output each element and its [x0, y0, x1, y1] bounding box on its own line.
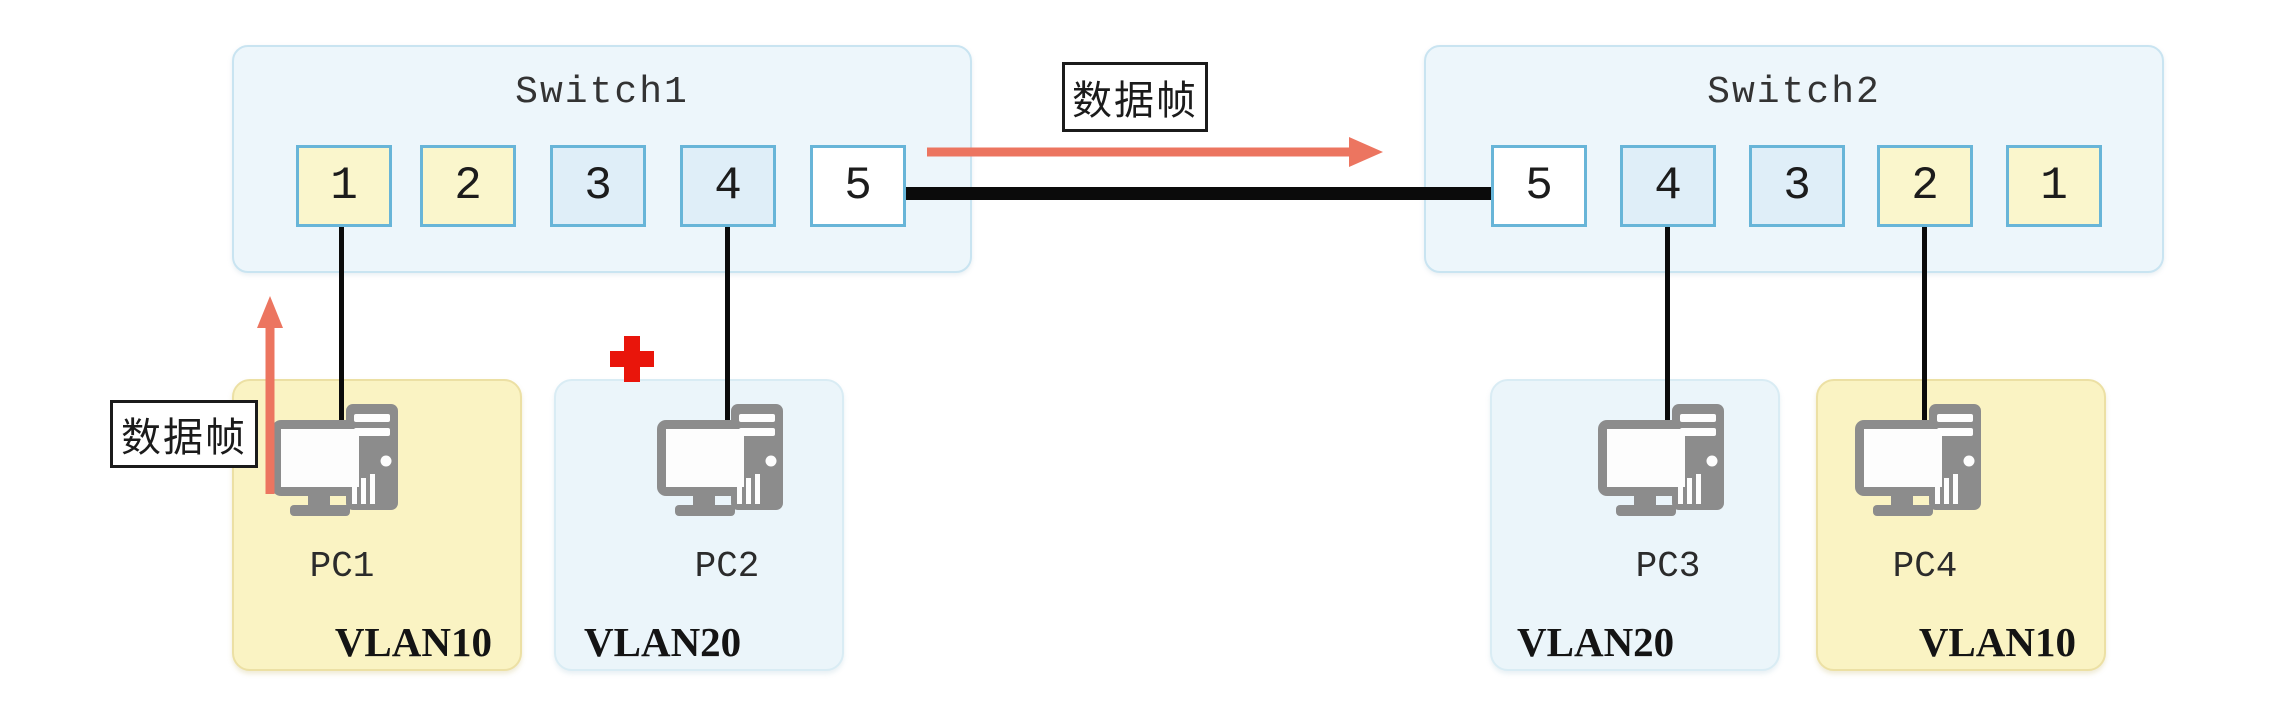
trunk-cable-switch1-switch2	[906, 187, 1491, 200]
cable-switch1-port4-pc2	[725, 227, 730, 459]
switch1-port-3: 3	[550, 145, 646, 227]
pc4-name-label: PC4	[1892, 546, 1958, 587]
pc3-vlan-label: VLAN20	[1517, 619, 1675, 665]
switch2-port-3: 3	[1749, 145, 1845, 227]
switch2-port-4: 4	[1620, 145, 1716, 227]
pc3-icon	[1598, 404, 1724, 516]
switch2-port-2: 2	[1877, 145, 1973, 227]
data-frame-right-arrow-icon	[927, 137, 1383, 167]
switch1-port-5: 5	[810, 145, 906, 227]
switch1-title: Switch1	[515, 71, 689, 114]
switch1-port-2: 2	[420, 145, 516, 227]
pc2-icon	[657, 404, 783, 516]
pc1-name-label: PC1	[309, 546, 375, 587]
data-frame-label-top: 数据帧	[1062, 62, 1208, 132]
pc4-vlan-label: VLAN10	[1918, 619, 2076, 665]
switch2-title: Switch2	[1707, 71, 1881, 114]
pc4-icon	[1855, 404, 1981, 516]
pc1-icon	[272, 404, 398, 516]
cable-switch2-port2-pc4	[1922, 227, 1927, 459]
switch2-port-5: 5	[1491, 145, 1587, 227]
pc2-vlan-label: VLAN20	[584, 619, 742, 665]
data-frame-up-arrow-icon	[257, 296, 283, 494]
switch1-port-4: 4	[680, 145, 776, 227]
blocked-cross-icon	[610, 336, 654, 382]
data-frame-label-left: 数据帧	[110, 400, 258, 468]
cable-switch1-port1-pc1	[339, 227, 344, 459]
switch2-port-1: 1	[2006, 145, 2102, 227]
cable-switch2-port4-pc3	[1665, 227, 1670, 459]
switch1-port-1: 1	[296, 145, 392, 227]
pc3-name-label: PC3	[1635, 546, 1701, 587]
pc2-name-label: PC2	[694, 546, 760, 587]
pc1-vlan-label: VLAN10	[334, 619, 492, 665]
